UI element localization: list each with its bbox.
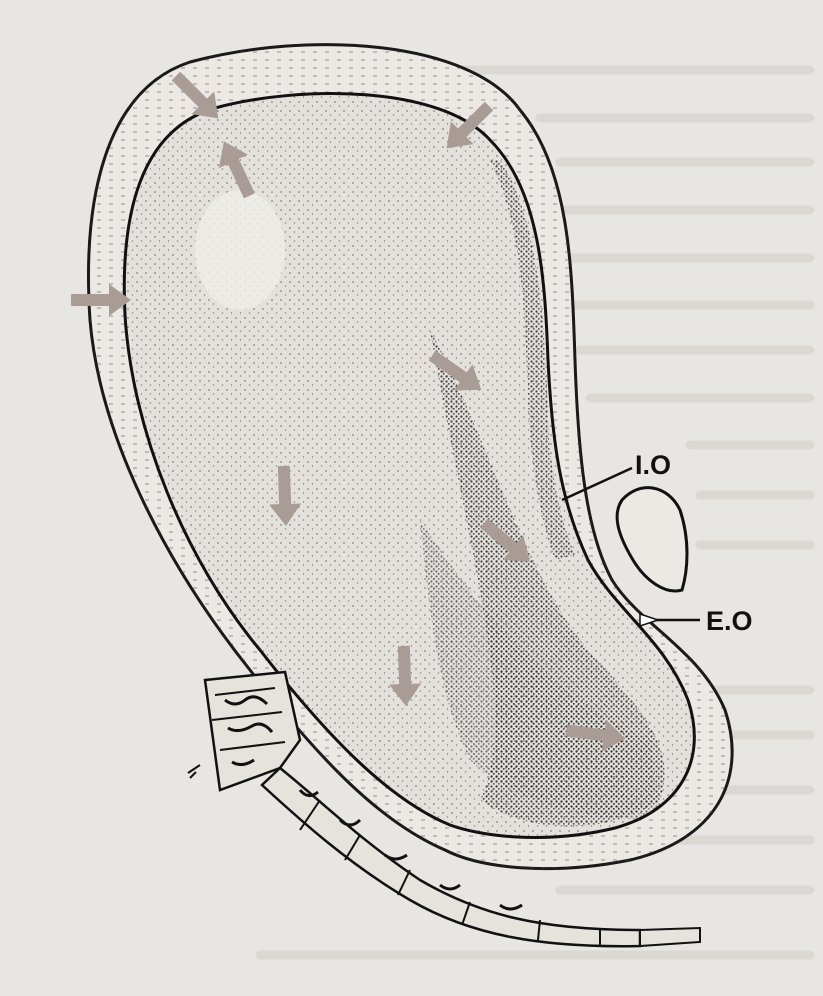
- external-os-label: E.O: [706, 606, 753, 636]
- cervical-region: [617, 488, 687, 591]
- internal-os-label: I.O: [635, 450, 671, 480]
